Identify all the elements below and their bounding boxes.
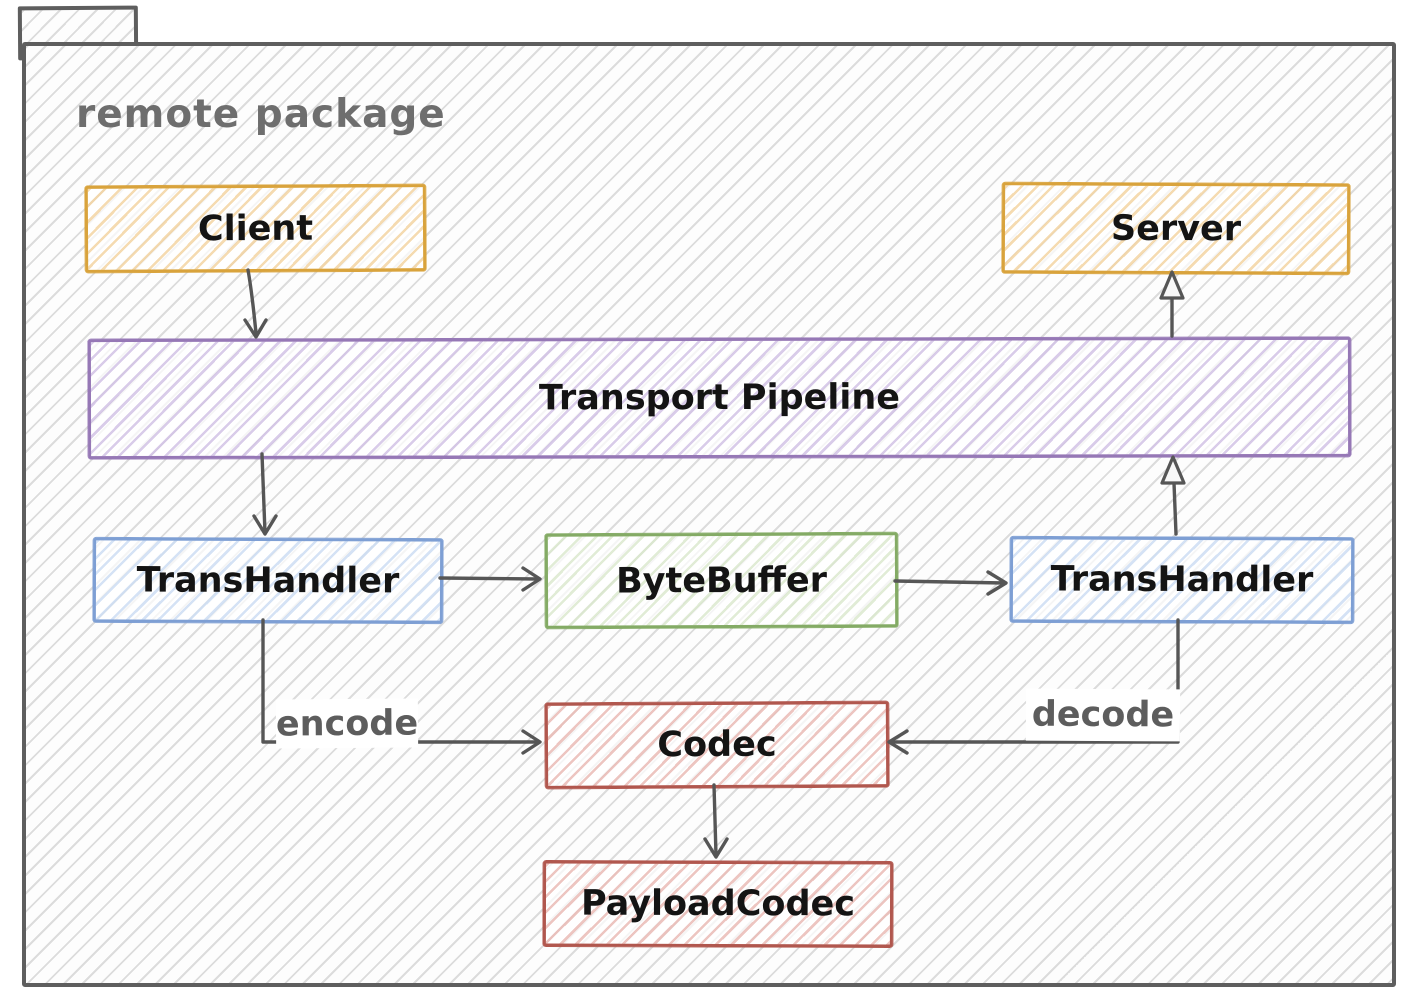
package-title: remote package <box>76 92 446 137</box>
node-client: Client <box>84 184 427 273</box>
node-transport-pipeline-label: Transport Pipeline <box>538 377 901 419</box>
edge-label-encode: encode <box>276 698 418 749</box>
node-server: Server <box>1001 182 1351 275</box>
node-codec-label: Codec <box>657 724 777 766</box>
edge-label-decode: decode <box>1025 688 1181 742</box>
node-bytebuffer-label: ByteBuffer <box>615 560 828 601</box>
node-bytebuffer: ByteBuffer <box>544 532 899 629</box>
node-transport-pipeline: Transport Pipeline <box>87 336 1352 460</box>
node-transhandler-right: TransHandler <box>1009 536 1355 624</box>
node-payloadcodec-label: PayloadCodec <box>580 883 856 925</box>
node-transhandler-left-label: TransHandler <box>136 560 400 601</box>
node-transhandler-left: TransHandler <box>92 537 444 624</box>
node-payloadcodec: PayloadCodec <box>542 860 894 948</box>
node-server-label: Server <box>1110 208 1242 249</box>
node-codec: Codec <box>544 701 890 789</box>
node-transhandler-right-label: TransHandler <box>1050 559 1314 601</box>
node-client-label: Client <box>197 208 314 249</box>
